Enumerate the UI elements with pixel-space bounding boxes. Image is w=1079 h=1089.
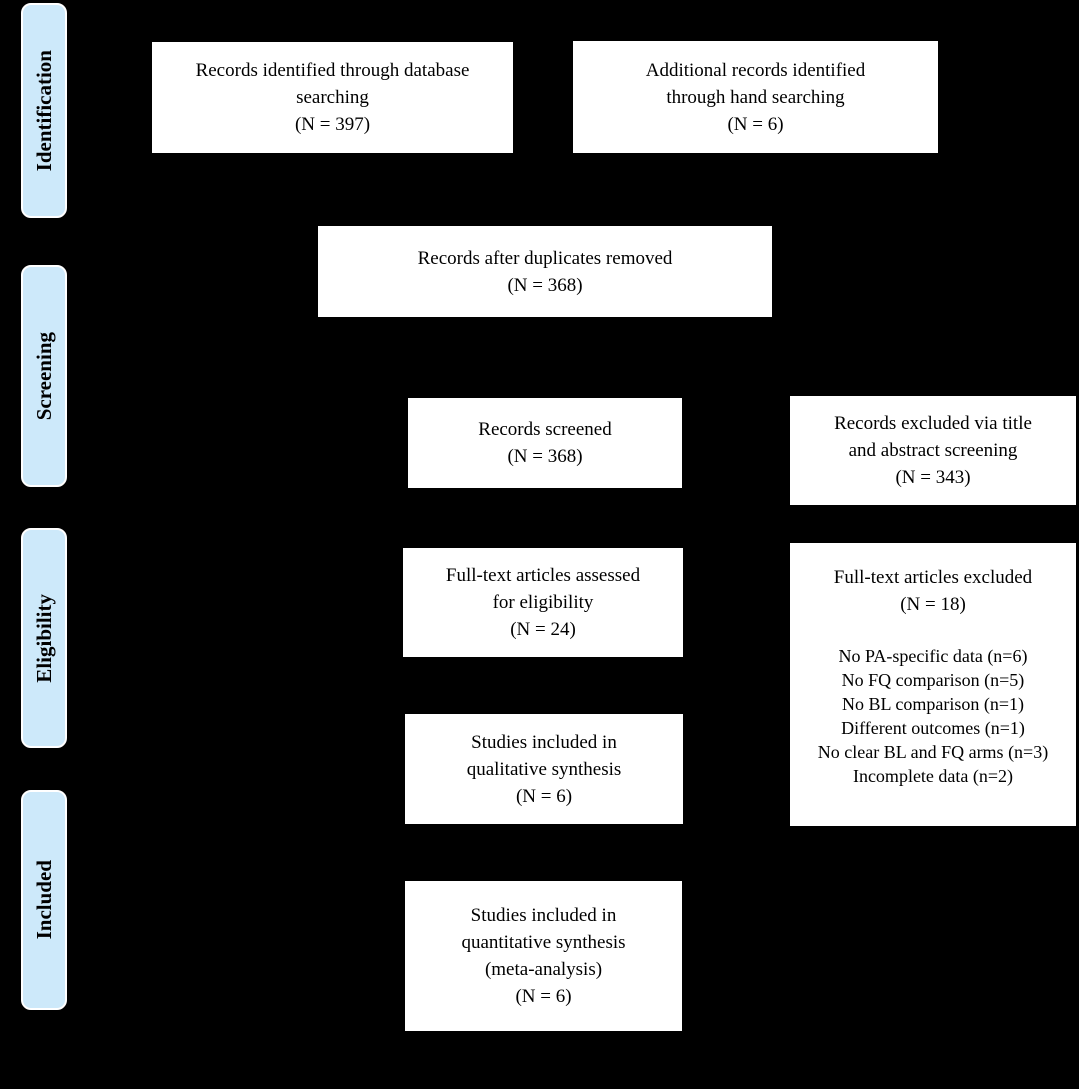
text-line: for eligibility (492, 592, 594, 613)
text-line: (N = 368) (507, 446, 583, 467)
text-line: Studies included in (471, 731, 617, 753)
text-line: (N = 18) (900, 594, 966, 615)
records-database-box: Records identified through database sear… (152, 42, 513, 153)
text-line: (N = 368) (507, 274, 583, 296)
records-excluded-box: Records excluded via title and abstract … (790, 396, 1076, 505)
duplicates-removed-box: Records after duplicates removed (N = 36… (318, 226, 772, 317)
stage-label-eligibility: Eligibility (21, 528, 67, 748)
text-line: (N = 6) (727, 113, 784, 135)
text-line: Full-text articles assessed (445, 565, 641, 586)
text-line: searching (296, 87, 369, 108)
stage-label-text: Screening (31, 331, 56, 421)
text-line: Records screened (478, 419, 612, 440)
text-line: Full-text articles excluded (833, 567, 1033, 588)
text-line: Records identified through database (195, 60, 470, 81)
exclusion-reason: No FQ comparison (n=5) (841, 670, 1025, 690)
stage-label-included: Included (21, 790, 67, 1010)
text-line: and abstract screening (848, 440, 1018, 461)
qualitative-synthesis-box: Studies included in qualitative synthesi… (405, 714, 683, 824)
stage-label-text: Included (31, 860, 56, 940)
records-screened-box: Records screened (N = 368) (408, 398, 682, 488)
stage-label-text: Identification (31, 49, 56, 172)
stage-label-text: Eligibility (31, 593, 56, 683)
text-line: (N = 343) (895, 467, 971, 488)
fulltext-assessed-box: Full-text articles assessed for eligibil… (403, 548, 683, 657)
exclusion-reason: No PA-specific data (n=6) (838, 646, 1028, 666)
text-line: (N = 397) (294, 114, 371, 135)
quantitative-synthesis-box: Studies included in quantitative synthes… (405, 881, 682, 1031)
exclusion-reason: Different outcomes (n=1) (841, 718, 1025, 738)
text-line: (N = 6) (515, 986, 572, 1007)
text-line: Studies included in (470, 905, 617, 926)
text-line: Additional records identified (645, 59, 866, 81)
text-line: qualitative synthesis (466, 758, 622, 780)
stage-label-screening: Screening (21, 265, 67, 487)
records-hand-box: Additional records identified through ha… (573, 41, 938, 153)
exclusion-reason: Incomplete data (n=2) (852, 766, 1014, 786)
exclusion-reason: No BL comparison (n=1) (842, 694, 1024, 714)
stage-label-identification: Identification (21, 3, 67, 218)
text-line: (N = 6) (515, 785, 573, 807)
text-line: Records excluded via title (834, 413, 1032, 434)
text-line: (N = 24) (510, 619, 576, 640)
fulltext-excluded-box: Full-text articles excluded (N = 18) No … (790, 543, 1076, 826)
text-line: through hand searching (666, 86, 845, 108)
exclusion-reason: No clear BL and FQ arms (n=3) (817, 742, 1049, 762)
text-line: quantitative synthesis (461, 932, 626, 953)
text-line: (meta-analysis) (484, 959, 603, 980)
text-line: Records after duplicates removed (417, 247, 673, 269)
